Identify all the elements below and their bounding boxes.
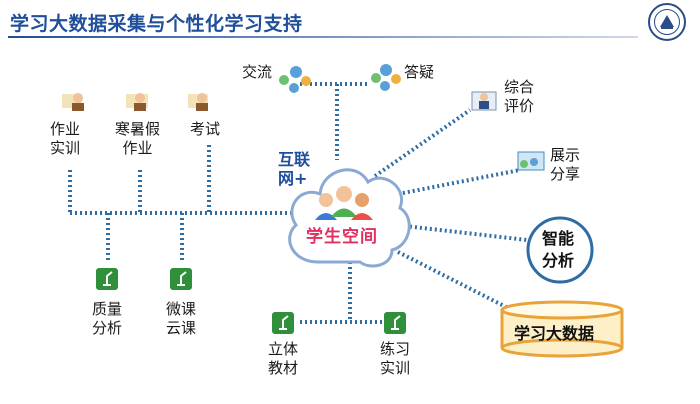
homework-label: 作业 实训 bbox=[50, 120, 80, 158]
exchange-network-icon bbox=[279, 66, 311, 93]
homework-line2: 实训 bbox=[50, 139, 81, 157]
holiday-line1: 寒暑假 bbox=[115, 120, 161, 138]
university-seal-icon bbox=[648, 3, 686, 41]
quality-green-icon bbox=[96, 268, 118, 290]
bigdata-label: 学习大数据 bbox=[514, 324, 595, 343]
micro-line2: 云课 bbox=[166, 319, 197, 337]
holiday-line2: 作业 bbox=[122, 139, 153, 157]
micro-line1: 微课 bbox=[166, 300, 197, 318]
practice-green-icon bbox=[384, 312, 406, 334]
connector-lines bbox=[68, 82, 528, 324]
qa-label: 答疑 bbox=[404, 63, 435, 81]
holiday-homework-label: 寒暑假 作业 bbox=[115, 120, 160, 158]
holiday-person-icon bbox=[126, 93, 148, 111]
show-line1: 展示 bbox=[550, 146, 581, 164]
bigdata-cylinder bbox=[500, 300, 624, 358]
quality-line1: 质量 bbox=[92, 300, 123, 318]
textbook-label: 立体 教材 bbox=[268, 340, 298, 378]
exchange-label: 交流 bbox=[242, 63, 273, 81]
cloud-shape bbox=[288, 168, 411, 268]
textbook-green-icon bbox=[272, 312, 294, 334]
show-line2: 分享 bbox=[550, 165, 581, 183]
homework-person-icon bbox=[62, 93, 84, 111]
textbook-line2: 教材 bbox=[268, 359, 299, 377]
practice-line2: 实训 bbox=[380, 359, 411, 377]
practice-line1: 练习 bbox=[380, 340, 411, 358]
quality-line2: 分析 bbox=[92, 319, 123, 337]
evaluation-icon bbox=[471, 91, 497, 111]
student-space-label: 学生空间 bbox=[306, 227, 378, 247]
title-underline bbox=[8, 36, 638, 38]
homework-line1: 作业 bbox=[50, 120, 81, 138]
internet-plus-label: 互联 网+ bbox=[278, 150, 310, 188]
micro-course-label: 微课 云课 bbox=[166, 300, 196, 338]
quality-analysis-label: 质量 分析 bbox=[92, 300, 122, 338]
evaluation-label: 综合 评价 bbox=[504, 78, 534, 116]
qa-network-icon bbox=[371, 64, 401, 91]
eval-line1: 综合 bbox=[504, 78, 535, 96]
smart-line2: 分析 bbox=[542, 251, 575, 270]
micro-course-green-icon bbox=[170, 268, 192, 290]
smart-line1: 智能 bbox=[542, 229, 575, 248]
smart-analysis-label: 智能 分析 bbox=[542, 228, 574, 272]
smart-analysis-circle bbox=[526, 216, 594, 284]
internet-line1: 互联 bbox=[278, 150, 311, 169]
share-display-icon bbox=[517, 151, 545, 171]
exam-person-icon bbox=[188, 93, 208, 111]
textbook-line1: 立体 bbox=[268, 340, 299, 358]
eval-line2: 评价 bbox=[504, 97, 535, 115]
exam-label: 考试 bbox=[190, 120, 221, 138]
page-title: 学习大数据采集与个性化学习支持 bbox=[10, 13, 303, 35]
share-label: 展示 分享 bbox=[550, 146, 580, 184]
students-icon bbox=[315, 186, 373, 220]
header: 学习大数据采集与个性化学习支持 bbox=[0, 0, 700, 44]
practice-label: 练习 实训 bbox=[380, 340, 410, 378]
internet-line2: 网+ bbox=[278, 169, 308, 188]
